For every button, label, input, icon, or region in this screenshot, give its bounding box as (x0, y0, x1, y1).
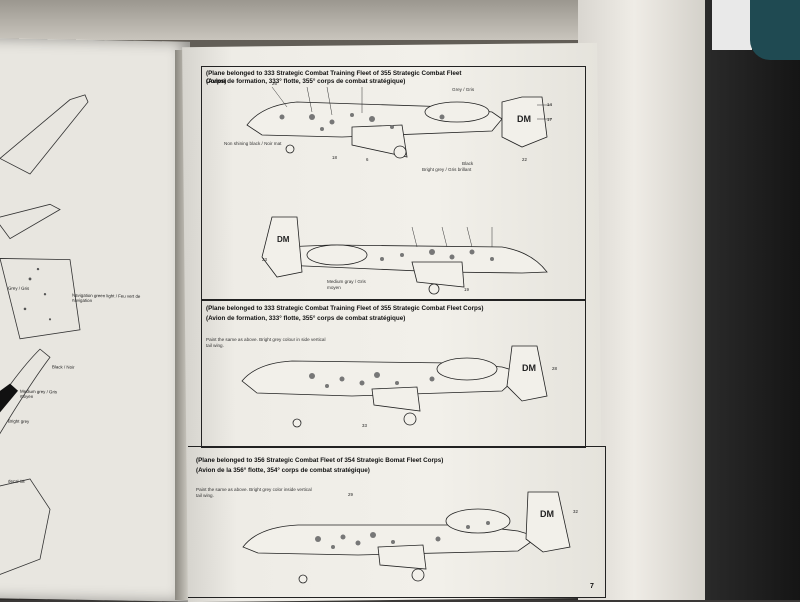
part-18: 18 (332, 155, 337, 160)
panel-1-title-fr: (Avion de formation, 333° flotte, 355° c… (206, 78, 406, 85)
part-14: 14 (547, 102, 552, 107)
panel-1-aircraft-drawings (246, 86, 552, 295)
panel-2-title-en: (Plane belonged to 333 Strategic Combat … (206, 305, 484, 312)
part-29: 29 (348, 492, 353, 497)
note-p2-paint: Paint the same as above. Bright grey col… (206, 337, 326, 348)
note-p1-left: Non shining black / Noir mat (224, 141, 282, 146)
left-page-drawings (0, 94, 89, 579)
panel-1-title-en: (Plane belonged to 333 Strategic Combat … (206, 70, 462, 85)
label-nav-light: Navigation green light / Feu vert de nav… (72, 292, 141, 304)
left-page: Bright grey Black / Noir Medium grey / G… (0, 38, 190, 602)
part-drawing (0, 478, 51, 579)
part-19: 19 (464, 287, 469, 292)
black-nose-shape (0, 383, 18, 419)
label-medium-grey: Medium grey / Gris moyen (20, 388, 58, 400)
panel-2-aircraft-drawing (241, 345, 548, 428)
tail-code-p2: DM (522, 363, 536, 373)
note-p1-bright-grey: Bright grey / Gris brillant (422, 167, 472, 172)
tail-code-p3: DM (540, 509, 554, 519)
label-grey: Grey / Gris (8, 285, 30, 291)
panel-3-title-en: (Plane belonged to 356 Strategic Combat … (196, 457, 444, 464)
panel-3: (Plane belonged to 356 Strategic Combat … (188, 446, 606, 598)
note-p1-black: Black (462, 161, 474, 166)
label-decal: decal 18 (8, 478, 25, 484)
panel-3-title-fr: (Avion de la 356° flotte, 354° corps de … (196, 467, 370, 474)
part-26: 26 (272, 81, 277, 86)
label-black: Black / Noir (52, 364, 75, 370)
teal-object (750, 0, 800, 60)
panel-1: (Plane belonged to 333 Strategic Combat … (201, 66, 586, 300)
box-edge (0, 0, 620, 40)
part-23: 23 (262, 257, 267, 262)
aircraft-top-view (246, 96, 548, 159)
part-33: 33 (362, 423, 367, 428)
label-bright-grey: Bright grey (8, 418, 30, 424)
tail-code-p1-top: DM (517, 114, 531, 124)
wing-drawing-2 (0, 203, 61, 240)
part-22: 22 (522, 157, 527, 162)
tail-code-p1-bottom: DM (277, 235, 290, 244)
part-32: 32 (573, 509, 578, 514)
note-p3-paint: Paint the same as above. Bright grey col… (196, 487, 312, 498)
part-6: 6 (366, 157, 369, 162)
white-object (712, 0, 752, 50)
note-p1-grey: Grey / Gris (452, 87, 475, 92)
part-28: 28 (552, 366, 557, 371)
aircraft-bottom-view (261, 216, 548, 295)
note-p1-medium: Medium gray / Gris moyen (327, 279, 366, 290)
panel-2: (Plane belonged to 333 Strategic Combat … (201, 300, 586, 448)
wing-drawing-1 (0, 94, 89, 175)
page-number: 7 (590, 583, 594, 590)
wing-drawing-3 (0, 258, 81, 340)
panel-2-title-fr: (Avion de formation, 333° flotte, 355° c… (206, 315, 406, 322)
part-17: 17 (547, 117, 552, 122)
dark-area (705, 0, 800, 600)
panel-3-aircraft-drawing (242, 491, 571, 584)
